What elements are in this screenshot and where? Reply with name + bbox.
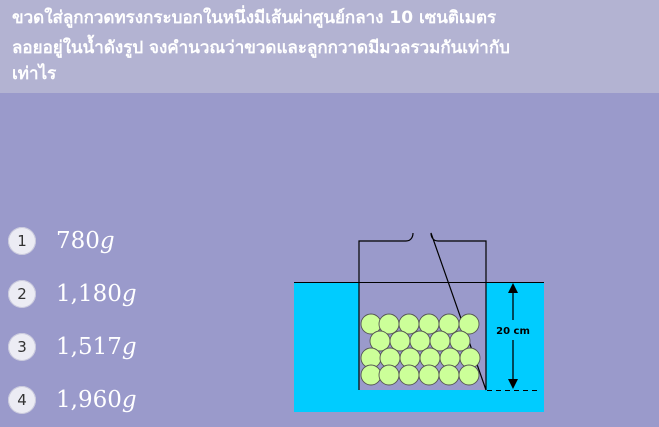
option-number-badge: 3	[8, 333, 36, 361]
depth-arrow-up-head	[508, 283, 518, 293]
option-number-badge: 4	[8, 386, 36, 414]
option-number-badge: 2	[8, 280, 36, 308]
option-number-badge: 1	[8, 227, 36, 255]
option-unit: g	[121, 281, 137, 307]
question-text-line-1: ขวดใส่ลูกกวดทรงกระบอกในหนึ่งมีเส้นผ่าศูน…	[12, 8, 497, 28]
option-unit: g	[121, 387, 137, 413]
candy-balls	[360, 313, 481, 386]
candy-ball	[449, 330, 471, 352]
question-header: ขวดใส่ลูกกวดทรงกระบอกในหนึ่งมีเส้นผ่าศูน…	[0, 0, 659, 93]
question-text-line-2: ลอยอยู่ในน้ำดังรูป จงคำนวณว่าขวดและลูกกว…	[12, 38, 510, 58]
option-text: 1,960g	[56, 387, 137, 413]
candy-ball	[360, 364, 382, 386]
candy-ball	[458, 313, 480, 335]
option-value: 1,180	[56, 281, 122, 307]
candy-ball	[438, 364, 460, 386]
answer-option-2[interactable]: 2 1,180g	[8, 274, 137, 314]
option-unit: g	[121, 334, 137, 360]
depth-arrow-down-head	[508, 379, 518, 389]
candy-ball	[418, 364, 440, 386]
candy-ball	[378, 364, 400, 386]
option-value: 1,960	[56, 387, 122, 413]
option-text: 1,180g	[56, 281, 137, 307]
answer-option-4[interactable]: 4 1,960g	[8, 380, 137, 420]
option-text: 780g	[56, 228, 115, 254]
bottle-outline	[358, 232, 487, 391]
depth-label-bg	[494, 320, 532, 340]
candy-ball	[458, 364, 480, 386]
option-unit: g	[99, 228, 115, 254]
option-value: 1,517	[56, 334, 122, 360]
candy-ball	[398, 364, 420, 386]
option-value: 780	[56, 228, 100, 254]
question-text-line-3: เท่าไร	[12, 64, 57, 84]
answer-option-1[interactable]: 1 780g	[8, 221, 115, 261]
option-text: 1,517g	[56, 334, 137, 360]
answer-option-3[interactable]: 3 1,517g	[8, 327, 137, 367]
depth-label: 20 cm	[496, 326, 530, 337]
